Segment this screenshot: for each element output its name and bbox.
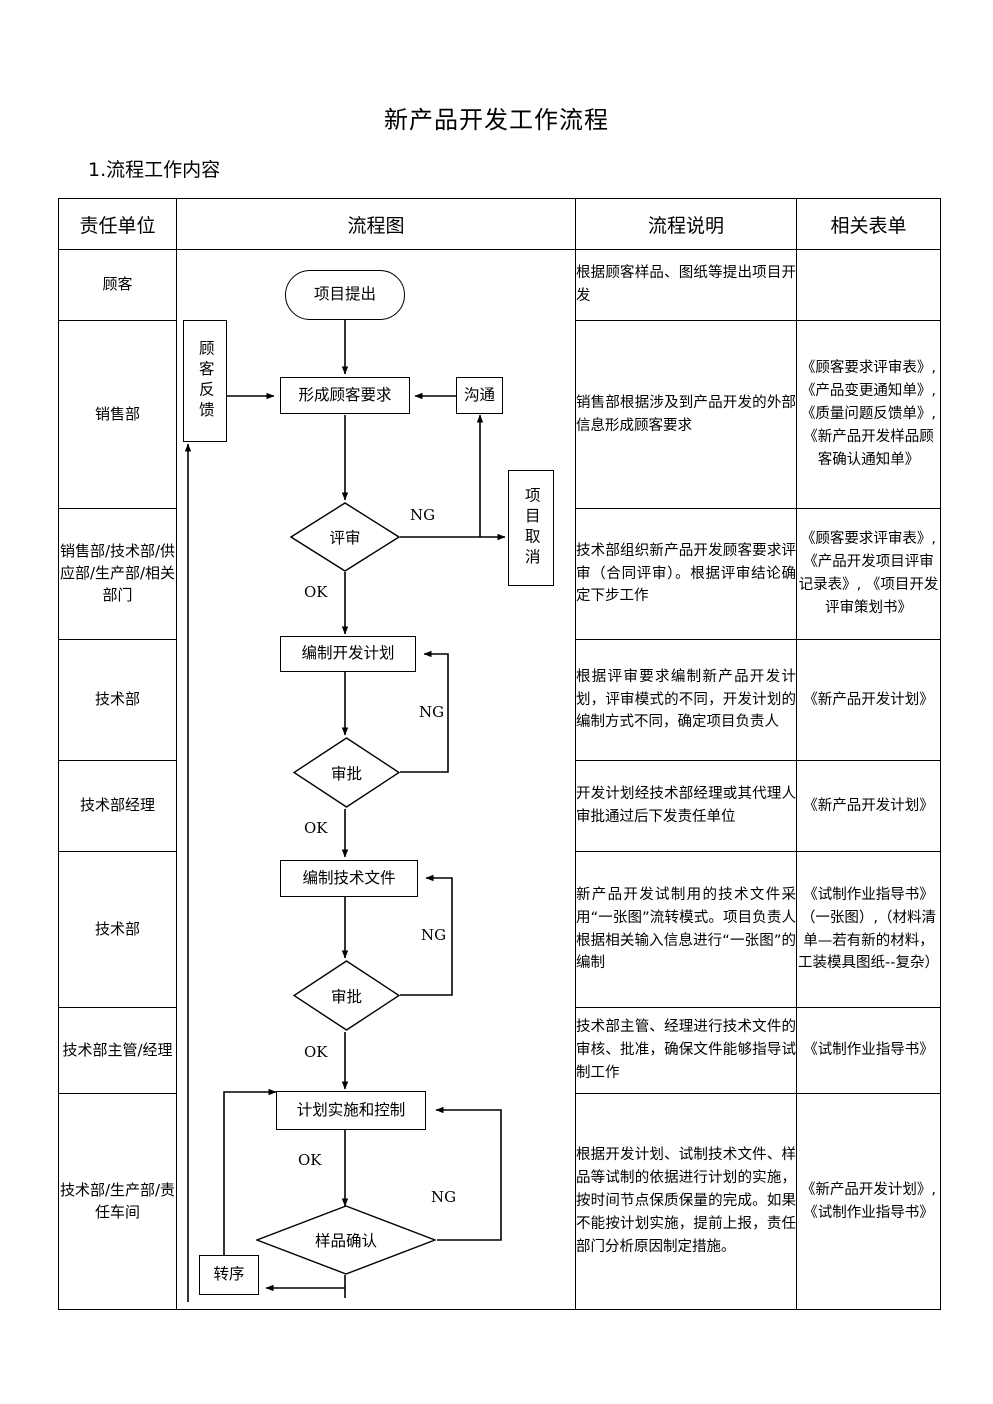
header-responsibility: 责任单位	[58, 198, 177, 250]
page-title: 新产品开发工作流程	[384, 106, 609, 134]
cell-responsibility: 顾客	[58, 249, 177, 321]
cell-forms: 《新产品开发计划》,《试制作业指导书》	[796, 1093, 941, 1310]
cell-forms	[796, 249, 941, 321]
table-row: 技术部 新产品开发试制用的技术文件采用“一张图”流转模式。项目负责人根据相关输入…	[58, 851, 941, 1008]
section-heading: 1.流程工作内容	[88, 159, 221, 181]
table-row: 顾客 根据顾客样品、图纸等提出项目开发	[58, 249, 941, 1310]
cell-forms: 《顾客要求评审表》,《产品开发项目评审记录表》, 《项目开发评审策划书》	[796, 508, 941, 640]
table-row: 技术部/生产部/责任车间 根据开发计划、试制技术文件、样品等试制的依据进行计划的…	[58, 1093, 941, 1310]
cell-responsibility: 技术部主管/经理	[58, 1007, 177, 1094]
cell-description: 根据评审要求编制新产品开发计划，评审模式的不同，开发计划的编制方式不同，确定项目…	[575, 639, 797, 761]
cell-responsibility: 销售部/技术部/供应部/生产部/相关部门	[58, 508, 177, 640]
cell-forms: 《新产品开发计划》	[796, 760, 941, 852]
header-flowchart: 流程图	[176, 198, 576, 250]
cell-responsibility: 技术部/生产部/责任车间	[58, 1093, 177, 1310]
header-description: 流程说明	[575, 198, 797, 250]
cell-description: 根据开发计划、试制技术文件、样品等试制的依据进行计划的实施，按时间节点保质保量的…	[575, 1093, 797, 1310]
table-row: 技术部 根据评审要求编制新产品开发计划，评审模式的不同，开发计划的编制方式不同，…	[58, 639, 941, 761]
table-row: 销售部 销售部根据涉及到产品开发的外部信息形成顾客要求 《顾客要求评审表》,《产…	[58, 320, 941, 509]
cell-description: 销售部根据涉及到产品开发的外部信息形成顾客要求	[575, 320, 797, 509]
cell-description: 根据顾客样品、图纸等提出项目开发	[575, 249, 797, 321]
cell-description: 技术部组织新产品开发顾客要求评审（合同评审）。根据评审结论确定下步工作	[575, 508, 797, 640]
cell-forms: 《新产品开发计划》	[796, 639, 941, 761]
cell-description: 技术部主管、经理进行技术文件的审核、批准，确保文件能够指导试制工作	[575, 1007, 797, 1094]
cell-responsibility: 技术部经理	[58, 760, 177, 852]
table-header-row: 责任单位 流程图 流程说明 相关表单	[58, 198, 941, 250]
table-row: 技术部主管/经理 技术部主管、经理进行技术文件的审核、批准，确保文件能够指导试制…	[58, 1007, 941, 1094]
cell-description: 新产品开发试制用的技术文件采用“一张图”流转模式。项目负责人根据相关输入信息进行…	[575, 851, 797, 1008]
cell-forms: 《试制作业指导书》（一张图）,（材料清单—若有新的材料，工装模具图纸--复杂）	[796, 851, 941, 1008]
cell-forms: 《顾客要求评审表》,《产品变更通知单》,《质量问题反馈单》, 《新产品开发样品顾…	[796, 320, 941, 509]
cell-flowchart	[176, 249, 576, 1310]
cell-forms: 《试制作业指导书》	[796, 1007, 941, 1094]
cell-responsibility: 技术部	[58, 639, 177, 761]
cell-description: 开发计划经技术部经理或其代理人审批通过后下发责任单位	[575, 760, 797, 852]
header-forms: 相关表单	[796, 198, 941, 250]
cell-responsibility: 销售部	[58, 320, 177, 509]
table-row: 销售部/技术部/供应部/生产部/相关部门 技术部组织新产品开发顾客要求评审（合同…	[58, 508, 941, 640]
process-table: 责任单位 流程图 流程说明 相关表单 顾客 根据顾客样品、图纸等提出项目开发 销…	[58, 198, 941, 1310]
cell-responsibility: 技术部	[58, 851, 177, 1008]
